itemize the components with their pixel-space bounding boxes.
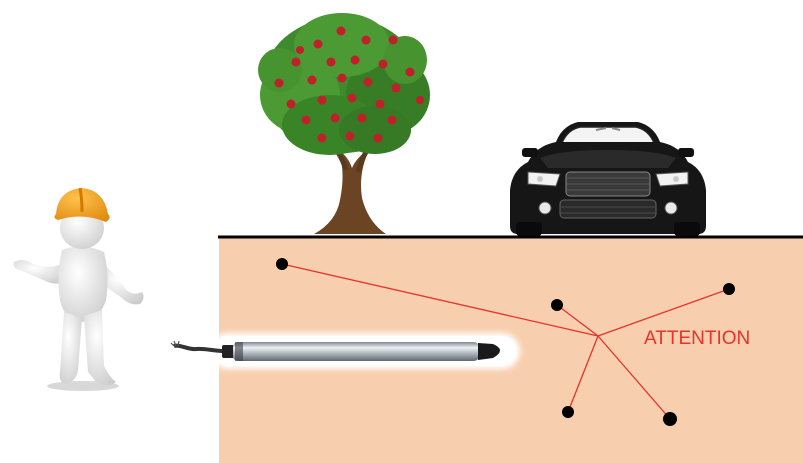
worker-left-leg xyxy=(60,312,82,384)
probe-connector xyxy=(222,345,234,358)
right-mirror xyxy=(678,148,694,157)
probe-sensor xyxy=(171,333,520,369)
car-windshield xyxy=(562,127,654,143)
car-lower-intake xyxy=(560,200,656,218)
point-5 xyxy=(663,412,677,426)
worker-left-arm xyxy=(14,260,66,284)
right-wheel xyxy=(674,222,700,236)
sports-car-icon xyxy=(510,122,706,236)
tree-trunk xyxy=(314,148,386,234)
left-headlight xyxy=(528,172,560,186)
attention-label: ATTENTION xyxy=(644,328,750,349)
left-wheel xyxy=(516,222,542,236)
apple-tree-icon xyxy=(258,13,430,234)
construction-worker-figure xyxy=(14,188,144,391)
point-4 xyxy=(562,406,574,418)
probe-body xyxy=(233,342,479,361)
point-3 xyxy=(723,283,735,295)
point-1 xyxy=(276,258,288,270)
left-mirror xyxy=(522,148,538,157)
worker-right-leg xyxy=(84,310,116,385)
point-2 xyxy=(551,299,563,311)
right-headlight xyxy=(656,172,688,186)
right-fog-light xyxy=(665,202,677,214)
left-fog-light xyxy=(539,202,551,214)
